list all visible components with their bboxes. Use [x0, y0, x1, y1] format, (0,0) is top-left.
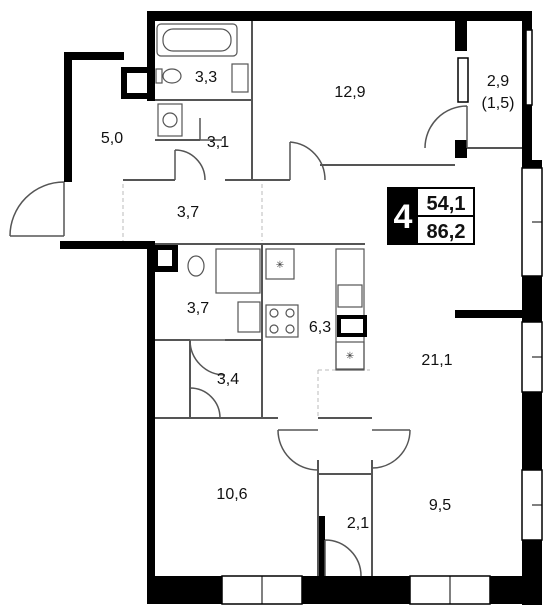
kitchen-stove-block-icon — [337, 315, 367, 337]
room-area-bathroom: 3,3 — [195, 69, 217, 86]
room-area-bedroom-right: 9,5 — [429, 497, 451, 514]
left-wall-top — [147, 11, 155, 101]
door-bedroom-left — [277, 429, 319, 471]
total-area-value: 86,2 — [427, 221, 466, 243]
room-area-laundry: 3,4 — [217, 371, 239, 388]
shaft-top — [121, 67, 153, 99]
burner-icon — [269, 324, 279, 334]
window-loggia — [525, 29, 533, 106]
door-wardrobe — [324, 539, 362, 577]
vent-marks: ✳ ✳ — [276, 260, 354, 362]
living-wall-stub — [455, 310, 522, 318]
hall-left-wall — [64, 52, 72, 182]
left-wall-bottom — [147, 417, 155, 604]
door-bathroom-top — [199, 118, 222, 141]
room-area-bedroom-top: 12,9 — [334, 84, 365, 101]
room-area-loggia-reduced: (1,5) — [482, 95, 515, 112]
washer-icon — [162, 112, 178, 128]
door-laundry-bottom — [189, 387, 221, 419]
bedroom-left-stub — [318, 516, 325, 576]
doors — [9, 105, 468, 577]
stove-icon — [265, 304, 299, 338]
door-toilet-top — [174, 149, 206, 181]
door-bedroom-right — [371, 429, 411, 469]
loggia-left-wall-lower — [455, 140, 467, 158]
room-area-hall-left: 5,0 — [101, 130, 123, 147]
burner-icon — [269, 308, 279, 318]
area-badge: 4 54,1 86,2 — [387, 187, 475, 245]
door-laundry-top — [189, 339, 226, 376]
shower-icon — [215, 248, 261, 294]
room-area-toilet-top: 3,1 — [207, 134, 229, 151]
entry-bottom-wall — [60, 241, 155, 249]
living-area-value: 54,1 — [427, 193, 466, 215]
zone-borders — [122, 184, 370, 418]
exterior-walls — [60, 11, 542, 605]
fixtures — [155, 23, 365, 371]
toilet-tank-icon — [155, 68, 163, 84]
washer-box-icon — [157, 103, 183, 137]
shaft-middle — [152, 244, 178, 272]
window-loggia-inner — [457, 57, 469, 103]
room-area-corridor: 3,7 — [177, 204, 199, 221]
shafts — [121, 67, 178, 272]
door-bedroom-top — [289, 141, 326, 181]
left-wall-middle — [147, 247, 155, 417]
room-area-bathroom-middle: 3,7 — [187, 300, 209, 317]
vent-mark-icon: ✳ — [346, 351, 354, 362]
burner-icon — [285, 324, 295, 334]
top-wall-left — [147, 11, 460, 21]
interior-partitions — [123, 21, 522, 576]
kitchen-sink-icon — [337, 284, 363, 308]
door-loggia — [424, 105, 468, 149]
rooms-count: 4 — [394, 198, 413, 236]
toilet-middle-icon — [187, 255, 205, 277]
room-area-wardrobe: 2,1 — [347, 515, 369, 532]
sink-icon — [231, 63, 249, 93]
window-sashes — [261, 221, 542, 604]
top-wall-right — [455, 11, 531, 21]
bathtub-inner-icon — [162, 28, 232, 52]
kitchen-extra-icon — [335, 341, 365, 371]
loggia-left-wall — [455, 11, 467, 51]
door-entry — [9, 181, 65, 237]
burner-icon — [285, 308, 295, 318]
badge-rooms-box — [388, 188, 418, 244]
room-labels: 3,3 12,9 2,9 (1,5) 5,0 3,1 3,7 3,7 6,3 2… — [101, 69, 515, 532]
sink-middle-icon — [237, 301, 261, 333]
kitchen-counter-icon — [335, 248, 365, 370]
room-area-bedroom-left: 10,6 — [216, 486, 247, 503]
bathtub-icon — [156, 23, 238, 57]
vent-mark-icon: ✳ — [276, 260, 284, 271]
room-area-loggia: 2,9 — [487, 73, 509, 90]
room-area-living-room: 21,1 — [421, 352, 452, 369]
toilet-icon — [162, 68, 182, 84]
room-area-kitchen: 6,3 — [309, 319, 331, 336]
fridge-icon — [265, 248, 295, 280]
hall-top-wall — [64, 52, 124, 60]
